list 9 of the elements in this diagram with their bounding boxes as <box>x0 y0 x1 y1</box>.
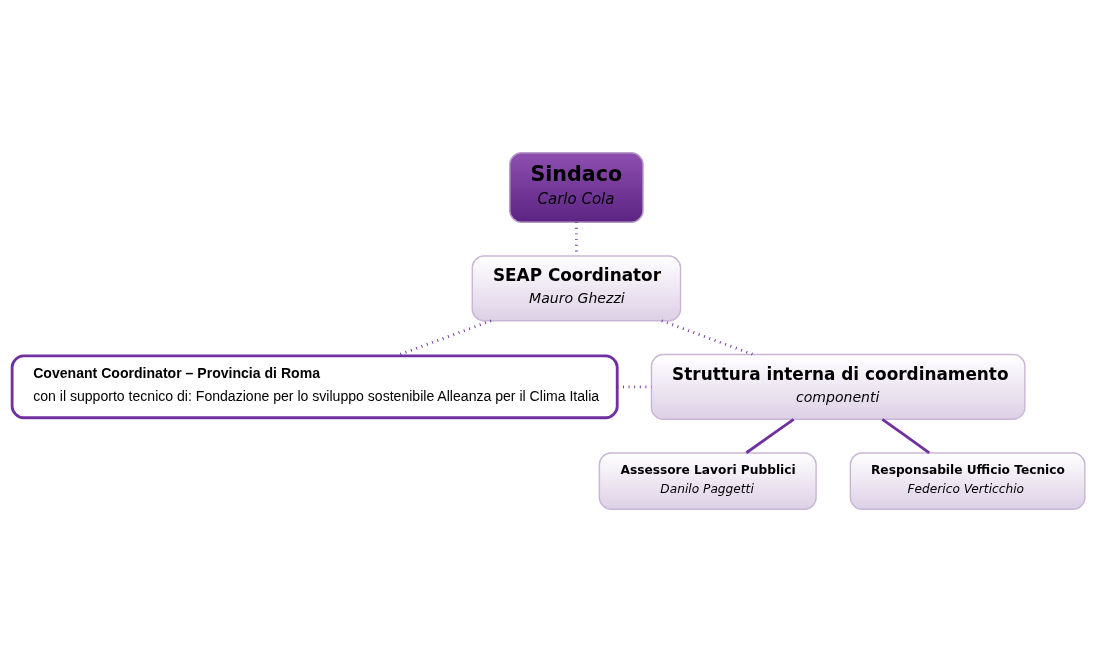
node-box: Struttura interna di coordinamento componenti <box>650 353 1026 420</box>
node-box: SEAP Coordinator Mauro Ghezzi <box>471 255 682 322</box>
connector <box>745 418 795 454</box>
node-box: Sindaco Carlo Cola <box>509 152 644 223</box>
node-box: Covenant Coordinator – Provincia di Roma con il supporto tecnico di: Fondazione per lo sviluppo sostenibile Alleanza per il Clima Italia <box>10 354 619 420</box>
node-box: Assessore Lavori Pubblici Danilo Paggetti <box>598 452 817 510</box>
connector <box>661 319 754 356</box>
connector <box>881 418 931 454</box>
node-box: Responsabile Ufficio Tecnico Federico Verticchio <box>849 452 1086 510</box>
